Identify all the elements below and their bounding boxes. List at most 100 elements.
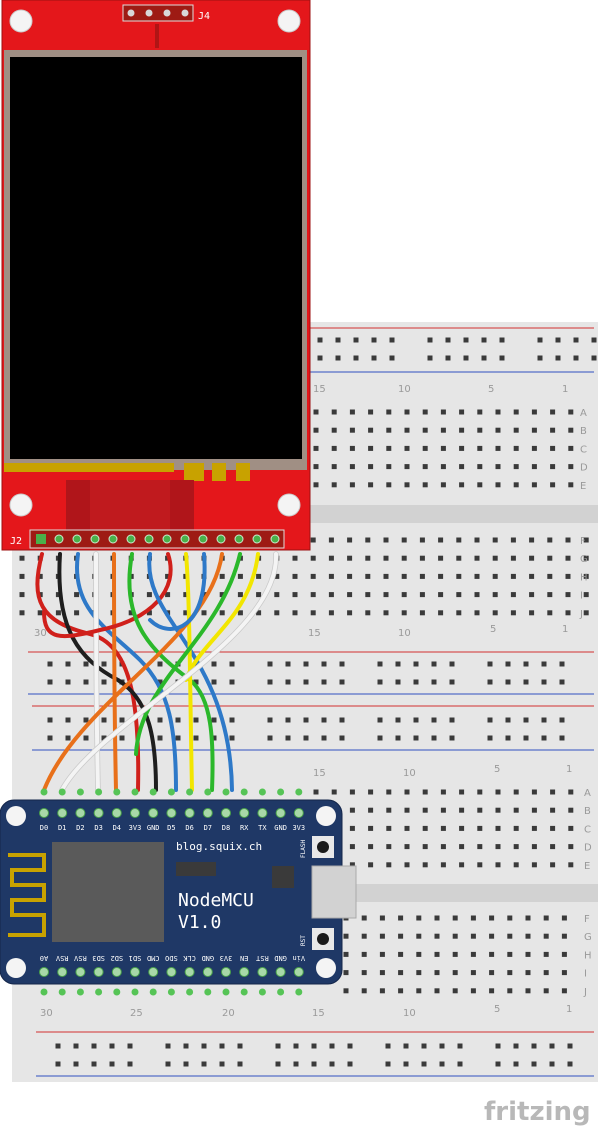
breadboard-hole[interactable] <box>438 537 444 543</box>
breadboard-hole[interactable] <box>383 610 389 616</box>
breadboard-hole[interactable] <box>328 537 334 543</box>
rail-hole[interactable] <box>193 717 199 723</box>
breadboard-hole[interactable] <box>438 610 444 616</box>
breadboard-hole[interactable] <box>440 445 446 451</box>
rail-hole[interactable] <box>229 735 235 741</box>
breadboard-hole[interactable] <box>543 915 549 921</box>
rail-hole[interactable] <box>523 661 529 667</box>
breadboard-hole[interactable] <box>459 862 465 868</box>
rail-hole[interactable] <box>65 679 71 685</box>
breadboard-hole[interactable] <box>313 464 319 470</box>
breadboard-hole[interactable] <box>438 573 444 579</box>
j2-pin[interactable] <box>126 534 136 544</box>
rail-hole[interactable] <box>421 1061 427 1067</box>
rail-hole[interactable] <box>463 355 469 361</box>
rail-hole[interactable] <box>513 1043 519 1049</box>
breadboard-hole[interactable] <box>237 610 243 616</box>
breadboard-hole[interactable] <box>365 573 371 579</box>
breadboard-hole[interactable] <box>529 555 535 561</box>
breadboard-hole[interactable] <box>495 464 501 470</box>
rail-hole[interactable] <box>339 679 345 685</box>
breadboard-hole[interactable] <box>568 807 574 813</box>
rail-hole[interactable] <box>267 735 273 741</box>
breadboard-hole[interactable] <box>561 915 567 921</box>
breadboard-hole[interactable] <box>404 409 410 415</box>
rail-hole[interactable] <box>385 1043 391 1049</box>
breadboard-hole[interactable] <box>440 789 446 795</box>
breadboard-hole[interactable] <box>416 970 422 976</box>
breadboard-hole[interactable] <box>404 427 410 433</box>
rail-hole[interactable] <box>275 1043 281 1049</box>
breadboard-hole[interactable] <box>368 825 374 831</box>
breadboard-hole[interactable] <box>183 610 189 616</box>
breadboard-hole[interactable] <box>416 951 422 957</box>
rail-hole[interactable] <box>413 717 419 723</box>
breadboard-hole[interactable] <box>292 592 298 598</box>
breadboard-hole[interactable] <box>477 482 483 488</box>
breadboard-hole[interactable] <box>529 573 535 579</box>
rail-hole[interactable] <box>303 679 309 685</box>
rail-hole[interactable] <box>101 679 107 685</box>
breadboard-hole[interactable] <box>456 555 462 561</box>
breadboard-hole[interactable] <box>434 951 440 957</box>
breadboard-hole[interactable] <box>440 825 446 831</box>
breadboard-hole[interactable] <box>419 610 425 616</box>
rail-hole[interactable] <box>371 337 377 343</box>
breadboard-hole[interactable] <box>495 427 501 433</box>
rail-hole[interactable] <box>573 337 579 343</box>
breadboard-hole[interactable] <box>398 915 404 921</box>
breadboard-hole[interactable] <box>398 970 404 976</box>
breadboard-hole[interactable] <box>510 592 516 598</box>
rail-hole[interactable] <box>219 1061 225 1067</box>
rail-hole[interactable] <box>321 661 327 667</box>
breadboard-hole[interactable] <box>401 592 407 598</box>
rail-hole[interactable] <box>487 661 493 667</box>
breadboard-hole[interactable] <box>256 573 262 579</box>
breadboard-hole[interactable] <box>165 592 171 598</box>
breadboard-hole[interactable] <box>422 789 428 795</box>
breadboard-hole[interactable] <box>507 915 513 921</box>
rail-hole[interactable] <box>267 717 273 723</box>
nodemcu-pin[interactable] <box>239 967 250 977</box>
breadboard-hole[interactable] <box>470 951 476 957</box>
rail-hole[interactable] <box>481 355 487 361</box>
rail-hole[interactable] <box>573 355 579 361</box>
breadboard-hole[interactable] <box>37 573 43 579</box>
rail-hole[interactable] <box>317 355 323 361</box>
rail-hole[interactable] <box>73 1043 79 1049</box>
breadboard-hole[interactable] <box>219 592 225 598</box>
breadboard-hole[interactable] <box>237 592 243 598</box>
rail-hole[interactable] <box>237 1043 243 1049</box>
breadboard-hole[interactable] <box>361 915 367 921</box>
breadboard-hole[interactable] <box>347 610 353 616</box>
rail-hole[interactable] <box>157 717 163 723</box>
breadboard-hole[interactable] <box>495 862 501 868</box>
breadboard-hole[interactable] <box>331 482 337 488</box>
breadboard-hole[interactable] <box>368 789 374 795</box>
rail-hole[interactable] <box>219 1043 225 1049</box>
breadboard-hole[interactable] <box>495 445 501 451</box>
breadboard-hole[interactable] <box>349 427 355 433</box>
rail-hole[interactable] <box>237 1061 243 1067</box>
nodemcu-pin[interactable] <box>239 808 250 818</box>
rail-hole[interactable] <box>347 1043 353 1049</box>
breadboard-hole[interactable] <box>434 970 440 976</box>
breadboard-hole[interactable] <box>474 555 480 561</box>
breadboard-hole[interactable] <box>510 537 516 543</box>
breadboard-hole[interactable] <box>361 933 367 939</box>
breadboard-hole[interactable] <box>386 445 392 451</box>
rail-hole[interactable] <box>311 1061 317 1067</box>
rail-hole[interactable] <box>389 337 395 343</box>
breadboard-hole[interactable] <box>507 951 513 957</box>
breadboard-hole[interactable] <box>550 464 556 470</box>
nodemcu-pin[interactable] <box>293 808 304 818</box>
rail-hole[interactable] <box>321 717 327 723</box>
breadboard-hole[interactable] <box>550 825 556 831</box>
rail-hole[interactable] <box>559 717 565 723</box>
breadboard-hole[interactable] <box>386 862 392 868</box>
breadboard-hole[interactable] <box>477 464 483 470</box>
rail-hole[interactable] <box>505 735 511 741</box>
rail-hole[interactable] <box>431 679 437 685</box>
breadboard-hole[interactable] <box>292 555 298 561</box>
breadboard-hole[interactable] <box>74 592 80 598</box>
